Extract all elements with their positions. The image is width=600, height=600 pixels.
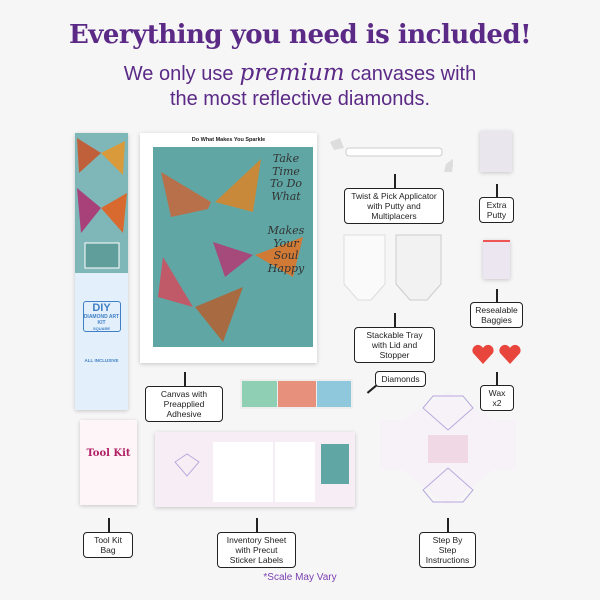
label-pointer bbox=[184, 372, 186, 386]
toolkit-title: Tool Kit bbox=[86, 448, 131, 459]
tool-kit-bag: Tool Kit bbox=[80, 420, 137, 505]
subtitle-after: canvases with bbox=[350, 63, 477, 85]
subtitle-line-2: the most reflective diamonds. bbox=[169, 88, 431, 110]
shape-text: SQUARE bbox=[92, 326, 111, 331]
quote-line: Happy bbox=[267, 261, 305, 275]
quote-line: Makes bbox=[267, 224, 305, 237]
label-instructions: Step By Step Instructions bbox=[419, 532, 476, 568]
scale-footnote: *Scale May Vary bbox=[263, 572, 337, 583]
label-pointer bbox=[394, 313, 396, 327]
label-pointer bbox=[256, 518, 258, 532]
inventory-grid bbox=[174, 442, 349, 502]
label-pointer bbox=[108, 518, 110, 533]
kit-text: DIAMOND ART KIT bbox=[83, 314, 120, 326]
instructions-sheet bbox=[380, 392, 516, 506]
diy-text: DIY bbox=[92, 302, 111, 314]
applicator-pen-icon bbox=[330, 138, 453, 172]
resealable-baggie bbox=[483, 240, 510, 279]
label-baggies: Resealable Baggies bbox=[470, 302, 523, 328]
canvas-quote: Take Time To Do What Makes Your Soul Hap… bbox=[260, 152, 312, 275]
canvas-product: Do What Makes You Sparkle Take Time To D… bbox=[140, 133, 317, 363]
box-footer: ALL INCLUSIVE bbox=[84, 358, 119, 363]
label-diamonds: Diamonds bbox=[375, 371, 426, 387]
label-canvas: Canvas with Preapplied Adhesive bbox=[145, 386, 223, 422]
box-butterfly-art bbox=[75, 133, 128, 273]
label-pointer bbox=[496, 372, 498, 385]
diy-badge: DIY DIAMOND ART KIT SQUARE bbox=[82, 301, 121, 332]
wax-hearts-icon bbox=[472, 344, 521, 364]
label-pointer bbox=[447, 518, 449, 532]
quote-line: Your bbox=[273, 236, 299, 250]
kit-box: DIY DIAMOND ART KIT SQUARE ALL INCLUSIVE bbox=[75, 133, 128, 410]
inventory-sheet bbox=[155, 432, 355, 507]
butterfly-artwork bbox=[153, 147, 313, 347]
label-wax: Wax x2 bbox=[480, 385, 514, 411]
label-tray: Stackable Tray with Lid and Stopper bbox=[354, 327, 435, 363]
stackable-tray-icon bbox=[343, 234, 442, 301]
canvas-brand: Do What Makes You Sparkle bbox=[191, 137, 266, 143]
label-putty: Extra Putty bbox=[479, 197, 514, 223]
subtitle-before: We only use bbox=[123, 63, 234, 85]
diamond-packs bbox=[240, 379, 353, 409]
putty-bag bbox=[480, 131, 512, 172]
quote-line: Time bbox=[272, 164, 300, 178]
label-pointer bbox=[496, 289, 498, 302]
label-pointer bbox=[394, 174, 396, 188]
label-inventory: Inventory Sheet with Precut Sticker Labe… bbox=[217, 532, 296, 568]
page-title: Everything you need is included! bbox=[68, 20, 532, 50]
quote-line: What bbox=[271, 189, 301, 203]
label-applicator: Twist & Pick Applicator with Putty and M… bbox=[344, 188, 444, 224]
label-toolkit: Tool Kit Bag bbox=[83, 532, 133, 558]
subtitle-emphasis: premium bbox=[239, 60, 345, 86]
quote-line: To Do bbox=[269, 177, 303, 190]
quote-line: Soul bbox=[273, 249, 299, 262]
quote-line: Take bbox=[272, 152, 300, 165]
label-pointer bbox=[496, 184, 498, 197]
